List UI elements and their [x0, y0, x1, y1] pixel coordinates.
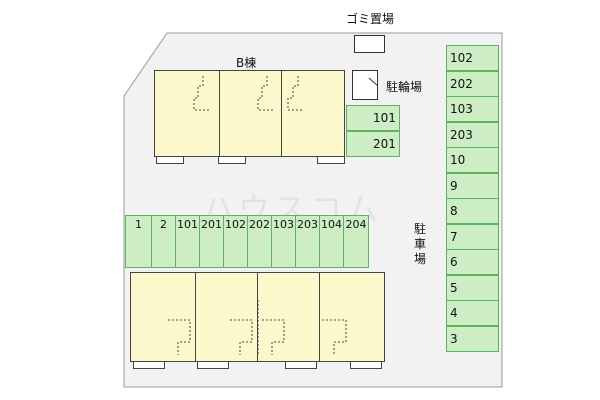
parking-space: 2: [151, 215, 176, 268]
bicycle-parking-label: 駐輪場: [386, 80, 423, 94]
parking-space: 1: [125, 215, 152, 268]
parking-space: 101: [175, 215, 200, 268]
parking-space: 102: [223, 215, 248, 268]
parking-space: 103: [446, 96, 499, 122]
building-a-unit: [257, 272, 320, 362]
parking-space: 3: [446, 325, 499, 352]
parking-space: 104: [319, 215, 344, 268]
parking-space: 8: [446, 198, 499, 224]
building-a-unit: [130, 272, 196, 362]
building-b-entrance: [156, 156, 184, 164]
building-b-unit: [154, 70, 220, 157]
parking-space: 10: [446, 147, 499, 173]
bike-room-201: 201: [346, 131, 400, 157]
parking-space: 203: [295, 215, 320, 268]
parking-space: 103: [271, 215, 296, 268]
building-a-unit: [195, 272, 258, 362]
building-b-unit: [281, 70, 345, 157]
parking-space: 9: [446, 172, 499, 199]
parking-space: 102: [446, 45, 499, 71]
bike-room-101: 101: [346, 105, 400, 131]
building-b-unit: [219, 70, 282, 157]
building-a-entrance: [197, 361, 229, 369]
parking-space: 204: [343, 215, 369, 268]
bicycle-parking-box: [352, 70, 378, 100]
building-a-unit: [319, 272, 385, 362]
parking-space: 7: [446, 223, 499, 250]
parking-space: 5: [446, 274, 499, 301]
parking-space: 203: [446, 121, 499, 148]
building-a-entrance: [285, 361, 317, 369]
parking-label: 駐車場: [413, 222, 426, 266]
building-a-entrance: [350, 361, 382, 369]
garbage-area-label: ゴミ置場: [346, 12, 395, 26]
building-b-label: B棟: [236, 56, 257, 70]
parking-space: 202: [446, 70, 499, 97]
parking-space: 202: [247, 215, 272, 268]
garbage-area: [354, 35, 385, 53]
building-b-entrance: [317, 156, 345, 164]
building-b-entrance: [218, 156, 246, 164]
parking-space: 4: [446, 300, 499, 326]
parking-space: 201: [199, 215, 224, 268]
building-a-entrance: [133, 361, 165, 369]
parking-space: 6: [446, 249, 499, 275]
